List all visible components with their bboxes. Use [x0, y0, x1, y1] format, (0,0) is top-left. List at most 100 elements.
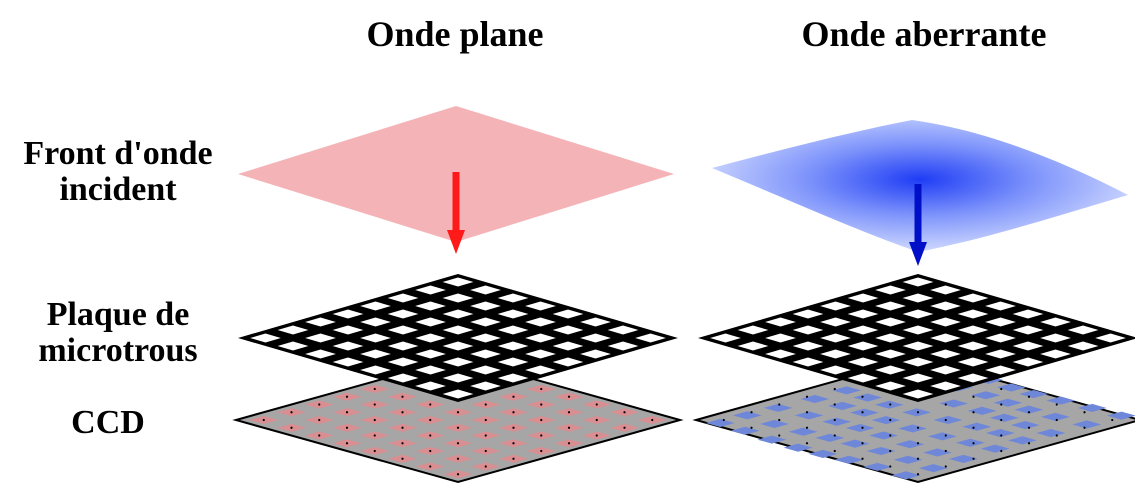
microhole [847, 341, 879, 351]
microhole [902, 357, 934, 367]
ccd-reference-dot [512, 395, 515, 398]
ccd-spot [971, 391, 1001, 400]
ccd-reference-dot [778, 403, 781, 406]
ccd-spot [1010, 421, 1040, 430]
ccd-reference-dot [651, 418, 654, 422]
ccd-reference-dot [373, 387, 376, 391]
ccd-spot [866, 446, 896, 456]
ccd-reference-dot [373, 449, 376, 453]
microhole [415, 349, 446, 359]
microhole [930, 349, 961, 359]
row-label-ccd: CCD [71, 404, 145, 441]
ccd-reference-dot [778, 418, 781, 422]
ccd-reference-dot [345, 426, 349, 429]
ccd-reference-dot [889, 418, 892, 422]
microhole [360, 333, 391, 343]
ccd-spot [967, 406, 997, 415]
microhole [305, 317, 336, 327]
microhole [985, 301, 1016, 311]
ccd-reference-dot [1027, 411, 1031, 414]
microhole [847, 373, 879, 383]
microhole [470, 365, 501, 375]
ccd-reference-dot [595, 434, 598, 437]
ccd-reference-dot [750, 426, 753, 429]
microhole [875, 285, 906, 295]
ccd-reference-dot [623, 426, 626, 429]
ccd-reference-dot [861, 411, 864, 414]
ccd-spot [949, 454, 978, 463]
ccd-reference-dot [484, 418, 487, 422]
ccd-reference-dot [401, 426, 404, 429]
ccd-reference-dot [916, 457, 920, 460]
microhole [497, 373, 529, 383]
microhole [497, 325, 529, 335]
ccd-spot [989, 413, 1019, 422]
ccd-reference-dot [401, 442, 404, 445]
ccd-reference-dot [833, 403, 836, 406]
microhole [387, 325, 419, 335]
ccd-reference-dot [1000, 449, 1003, 453]
microhole [902, 309, 934, 319]
microhole [930, 381, 961, 391]
ccd-reference-dot [456, 442, 460, 445]
microhole [1012, 341, 1044, 351]
ccd-spot [794, 411, 824, 420]
microhole [442, 341, 474, 351]
microhole [442, 293, 474, 303]
ccd-reference-dot [1055, 418, 1058, 422]
ccd-spot [760, 419, 789, 428]
ccd-reference-dot [972, 457, 975, 460]
microhole [875, 301, 906, 311]
plate-surface [698, 274, 1135, 402]
ccd-reference-dot [1000, 434, 1003, 437]
ccd-reference-dot [916, 426, 920, 429]
ccd-reference-dot [318, 434, 321, 437]
ccd-spot [815, 433, 845, 442]
ccd-reference-dot [750, 411, 753, 414]
microhole [820, 317, 851, 327]
ccd-spot [845, 423, 875, 433]
ccd-reference-dot [944, 403, 947, 406]
ccd-reference-dot [401, 395, 404, 398]
microhole [497, 341, 529, 351]
ccd-reference-dot [456, 473, 460, 476]
ccd-spot [757, 435, 787, 444]
microhole [710, 333, 741, 343]
ccd-reference-dot [944, 449, 947, 453]
ccd-spot [980, 444, 1010, 453]
ccd-reference-dot [944, 465, 947, 468]
ccd-spot [732, 411, 762, 420]
microhole [1040, 349, 1071, 359]
microhole [930, 285, 961, 295]
ccd-spot [869, 431, 899, 440]
row-label-mask: Plaque de microtrous [38, 296, 197, 369]
ccd-reference-dot [429, 465, 432, 468]
ccd-reference-dot [345, 395, 349, 398]
ccd-reference-dot [972, 426, 975, 429]
microhole [332, 341, 364, 351]
ccd-reference-dot [290, 426, 293, 429]
ccd-reference-dot [861, 457, 864, 460]
microhole [875, 381, 906, 391]
ccd-reference-dot [722, 418, 725, 422]
microhole [1067, 341, 1099, 351]
microhole [737, 325, 769, 335]
microhole [360, 365, 391, 375]
microhole [387, 293, 419, 303]
microhole [525, 317, 556, 327]
ccd-spot [783, 443, 813, 452]
ccd-reference-dot [1055, 434, 1058, 437]
microhole [305, 349, 336, 359]
microhole [820, 301, 851, 311]
ccd-reference-dot [1027, 442, 1031, 445]
ccd-spot [1077, 403, 1107, 412]
ccd-reference-dot [540, 434, 543, 437]
microhole [497, 309, 529, 319]
ccd-reference-dot [889, 403, 892, 406]
microhole [415, 285, 446, 295]
microhole [957, 373, 989, 383]
ccd-spot [1040, 412, 1070, 421]
plate-surface [238, 274, 678, 402]
microhole [305, 333, 336, 343]
